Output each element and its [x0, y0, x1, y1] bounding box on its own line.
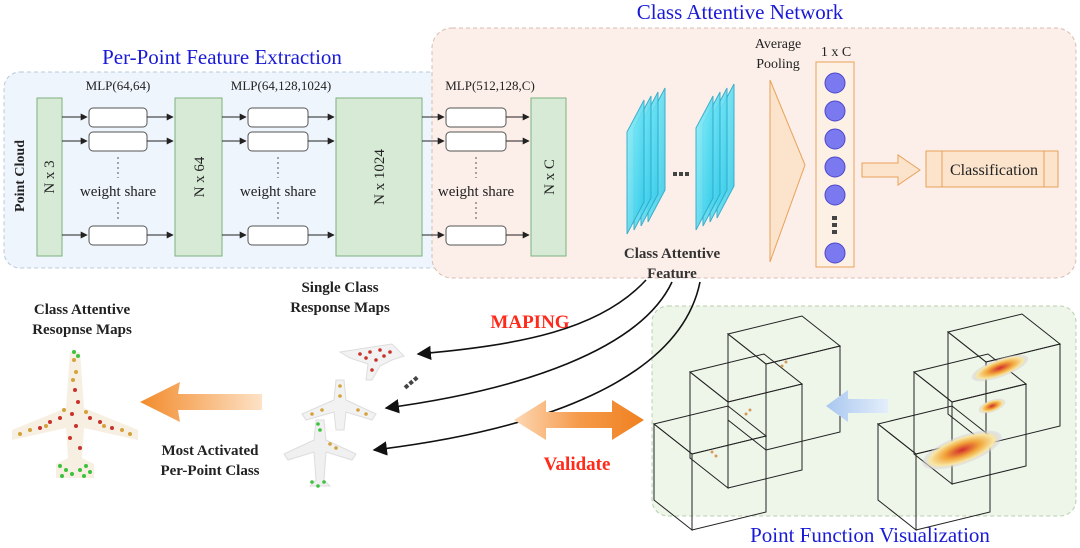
feature-dots — [673, 172, 689, 176]
mlp-group-3 — [422, 107, 530, 246]
block-n64 — [174, 97, 223, 257]
one-by-c-label: 1 x C — [821, 45, 851, 60]
avg-pool-label-2: Pooling — [756, 57, 800, 72]
wireframe-boxes-right — [876, 313, 1062, 532]
wireframe-boxes-left — [652, 315, 842, 532]
single-class-label-1: Single Class — [301, 280, 378, 296]
maping-label: MAPING — [490, 312, 569, 333]
heatmap-blobs — [922, 354, 1029, 470]
can-title: Class Attentive Network — [637, 0, 844, 24]
viz-arrow — [826, 390, 888, 422]
to-classification-arrow — [861, 154, 921, 186]
single-map-yellow — [301, 379, 377, 431]
vector-circles — [824, 72, 846, 264]
classification-box — [925, 150, 1059, 188]
mlp-group-2 — [222, 107, 335, 246]
sparse-activations — [710, 360, 788, 458]
weight-share-3: weight share — [438, 184, 515, 200]
avg-pool-label-1: Average — [755, 37, 801, 52]
block-n1024-label: N x 1024 — [372, 149, 388, 205]
carm-label-1: Class Attentive — [34, 302, 131, 318]
mlp2-label: MLP(64,128,1024) — [231, 78, 331, 93]
validate-label: Validate — [544, 454, 611, 475]
block-n3-label: N x 3 — [42, 160, 58, 193]
single-map-red — [338, 343, 405, 381]
most-activated-label-2: Per-Point Class — [160, 463, 259, 479]
maps-dots — [403, 375, 419, 390]
single-class-label-2: Response Maps — [290, 300, 390, 316]
caf-label-1: Class Attentive — [624, 246, 721, 262]
block-n1024 — [335, 97, 423, 257]
mapping-arrow-3 — [372, 281, 701, 456]
carm-label-2: Resopnse Maps — [32, 322, 132, 338]
point-cloud-label: Point Cloud — [13, 140, 28, 212]
weight-share-1: weight share — [80, 184, 157, 200]
avg-pool-shape — [769, 79, 806, 263]
pfv-title: Point Function Visualization — [750, 523, 990, 547]
caf-label-2: Feature — [647, 266, 697, 282]
can-panel — [431, 27, 1077, 279]
single-map-green — [283, 419, 357, 488]
mlp1-label: MLP(64,64) — [86, 78, 151, 93]
block-n64-label: N x 64 — [192, 156, 208, 197]
feature-sheets-right — [695, 83, 735, 231]
block-nc — [530, 97, 567, 257]
mapping-arrow-1 — [416, 279, 647, 361]
most-activated-label-1: Most Activated — [161, 443, 259, 459]
vector-dots — [832, 216, 837, 234]
mapping-arrow-2 — [384, 281, 673, 414]
feature-sheets-left — [626, 87, 666, 235]
block-n3 — [36, 97, 63, 257]
mlp-group-1 — [62, 107, 174, 246]
airplane-response-map — [12, 350, 138, 478]
block-nc-label: N x C — [542, 159, 558, 195]
validate-arrow — [514, 400, 644, 440]
result-arrow — [140, 382, 262, 422]
pfe-title: Per-Point Feature Extraction — [102, 45, 342, 69]
weight-share-2: weight share — [240, 184, 317, 200]
mlp3-label: MLP(512,128,C) — [445, 78, 535, 93]
classification-label: Classification — [950, 162, 1038, 179]
